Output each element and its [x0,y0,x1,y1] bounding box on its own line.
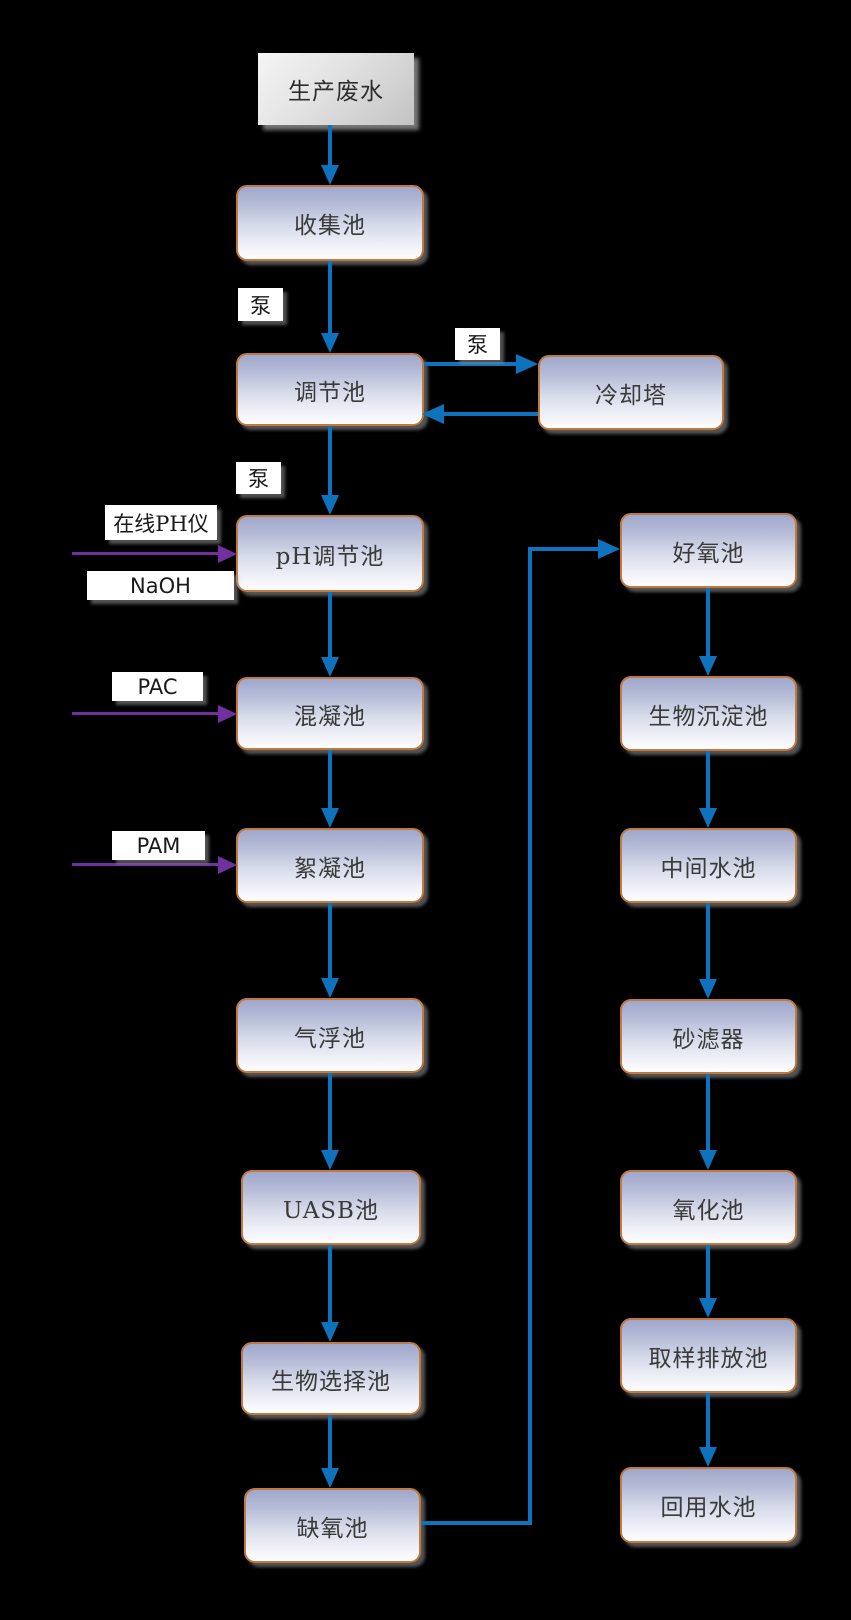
dosing-arrow-pam-line [72,863,218,866]
arrow-regulation-to-ph-head [321,495,339,515]
arrow-airflotation-to-uasb-head [321,1150,339,1170]
arrow-intermediate-to-sandfilter-head [699,979,717,999]
arrow-uasb-to-bioselection-head [321,1322,339,1342]
node-label: 混凝池 [294,703,366,730]
arrow-anoxic-to-aerobic-bottom-segment [421,1521,532,1525]
node-bio-selection-pool[interactable]: 生物选择池 [241,1342,421,1415]
arrow-oxidation-to-sampling-line [706,1245,710,1300]
node-label: 生物沉淀池 [648,703,769,730]
tag-pam[interactable]: PAM [112,831,205,860]
tag-label: 泵 [250,293,271,318]
arrow-oxidation-to-sampling-head [699,1298,717,1318]
arrow-biosedimentation-to-intermediate-line [706,751,710,810]
tag-pac[interactable]: PAC [112,672,203,701]
node-regulation-pool[interactable]: 调节池 [236,353,424,426]
node-label: 好氧池 [672,540,745,567]
arrow-regulation-to-cooling-line [424,362,518,366]
node-label: 中间水池 [660,855,757,882]
node-label: 生产废水 [288,79,384,105]
node-cooling-tower[interactable]: 冷却塔 [538,355,724,430]
node-ph-adjust-pool[interactable]: pH调节池 [236,515,424,592]
arrow-collection-to-regulation-line [328,261,332,335]
node-label: 氧化池 [672,1197,745,1224]
arrow-regulation-to-ph-line [328,426,332,497]
node-label: 气浮池 [294,1025,366,1052]
arrow-sampling-to-reuse-head [699,1447,717,1467]
arrow-uasb-to-bioselection-line [328,1245,332,1324]
arrow-coagulation-to-flocculation-head [321,808,339,828]
arrow-anoxic-to-aerobic-top-segment [530,547,600,551]
arrow-anoxic-to-aerobic-vertical-segment [528,547,532,1525]
dosing-arrow-pac-line [72,712,218,715]
node-label: 缺氧池 [296,1515,369,1542]
dosing-arrow-pam-head [218,856,237,874]
node-reuse-pool[interactable]: 回用水池 [620,1467,797,1543]
node-uasb-pool[interactable]: UASB池 [241,1170,421,1245]
arrow-bioselection-to-anoxic-line [328,1415,332,1470]
tag-label: 泵 [467,333,488,357]
node-oxidation-pool[interactable]: 氧化池 [620,1170,797,1245]
node-coagulation-pool[interactable]: 混凝池 [236,677,424,750]
arrow-regulation-to-cooling-head [516,354,538,374]
dosing-arrow-naoh-head [218,545,237,563]
arrow-cooling-to-regulation-line [444,412,538,416]
tag-label: 在线PH仪 [113,511,209,536]
tag-label: PAC [137,674,178,699]
node-sampling-discharge-pool[interactable]: 取样排放池 [620,1318,797,1393]
node-collection-pool[interactable]: 收集池 [236,185,424,261]
node-label: 调节池 [294,379,366,406]
node-label: 絮凝池 [294,855,366,882]
dosing-arrow-pac-head [218,705,237,723]
tag-naoh[interactable]: NaOH [87,571,234,600]
arrow-aerobic-to-biosedimentation-line [706,588,710,658]
node-label: pH调节池 [275,543,385,570]
arrow-airflotation-to-uasb-line [328,1073,332,1152]
node-anoxic-pool[interactable]: 缺氧池 [244,1488,421,1563]
tag-label: NaOH [130,573,191,598]
arrow-cooling-to-regulation-head [422,404,444,424]
arrow-ph-to-coagulation-head [321,657,339,677]
arrow-source-to-collection-line [328,125,332,167]
tag-pump-1[interactable]: 泵 [238,288,283,321]
tag-label: PAM [136,833,181,858]
arrow-sandfilter-to-oxidation-head [699,1150,717,1170]
tag-pump-2[interactable]: 泵 [455,328,500,360]
tag-pump-3[interactable]: 泵 [236,462,281,494]
node-aerobic-pool[interactable]: 好氧池 [620,513,797,588]
node-bio-sedimentation-pool[interactable]: 生物沉淀池 [620,676,797,751]
node-sand-filter[interactable]: 砂滤器 [620,999,797,1074]
node-label: 回用水池 [660,1495,757,1521]
arrow-bioselection-to-anoxic-head [321,1468,339,1488]
arrow-sampling-to-reuse-line [706,1393,710,1449]
tag-label: 泵 [248,467,269,491]
node-air-flotation-pool[interactable]: 气浮池 [236,998,424,1073]
node-production-wastewater[interactable]: 生产废水 [258,53,414,125]
arrow-source-to-collection-head [321,165,339,185]
arrow-ph-to-coagulation-line [328,592,332,659]
node-label: 收集池 [294,213,366,239]
arrow-coagulation-to-flocculation-line [328,750,332,810]
node-label: UASB池 [283,1197,379,1224]
node-label: 砂滤器 [672,1026,745,1053]
node-intermediate-pool[interactable]: 中间水池 [620,828,797,903]
arrow-flocculation-to-airflotation-line [328,903,332,980]
tag-online-ph-meter[interactable]: 在线PH仪 [105,505,217,540]
arrow-collection-to-regulation-head [321,333,339,353]
arrow-aerobic-to-biosedimentation-head [699,656,717,676]
dosing-arrow-naoh-line [72,552,218,555]
arrow-sandfilter-to-oxidation-line [706,1074,710,1152]
arrow-anoxic-to-aerobic-head [598,539,620,559]
arrow-biosedimentation-to-intermediate-head [699,808,717,828]
node-flocculation-pool[interactable]: 絮凝池 [236,828,424,903]
node-label: 冷却塔 [595,382,667,409]
arrow-flocculation-to-airflotation-head [321,978,339,998]
node-label: 生物选择池 [271,1368,391,1395]
arrow-intermediate-to-sandfilter-line [706,903,710,981]
node-label: 取样排放池 [648,1345,769,1372]
